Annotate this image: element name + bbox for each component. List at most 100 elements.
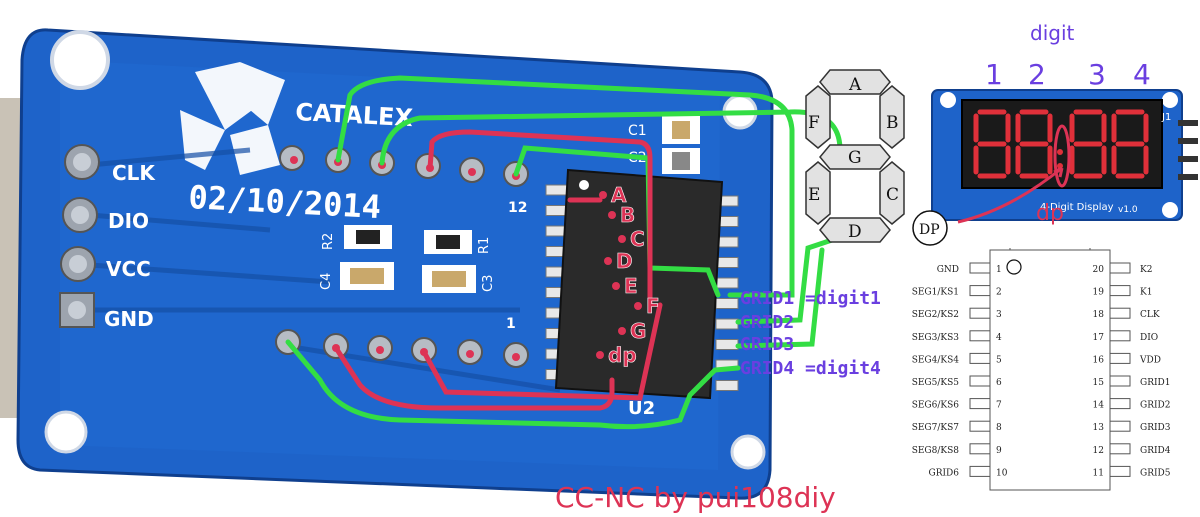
pinout-name: VDD (1139, 355, 1161, 365)
display-pins-bottom (275, 329, 529, 368)
seven-segment-labels: A B C D E F G (808, 75, 899, 242)
pinout-number: 7 (996, 401, 1002, 411)
pinout-number: 20 (1093, 265, 1105, 275)
pinout-row-right: 20 K2 (1093, 262, 1152, 275)
dp-marker: DP (919, 222, 940, 238)
label-c1: C1 (628, 123, 647, 139)
pinout-name: K2 (1140, 265, 1152, 275)
pinout-name: GRID5 (1140, 468, 1171, 478)
segment-e (805, 161, 831, 225)
chip-pin (545, 184, 569, 196)
pinout-number: 12 (1093, 446, 1104, 456)
header-pin (64, 144, 100, 180)
header-pin (62, 197, 98, 233)
chip-pin (715, 339, 739, 350)
credit-label: CC-NC by pui108diy (555, 481, 836, 514)
capacitor-c4 (340, 262, 394, 290)
segment-marker-g: G (630, 319, 646, 343)
segment-marker-b: B (620, 203, 635, 227)
pinout-number: 16 (1093, 355, 1105, 365)
pinout-row-right: 16 VDD (1093, 352, 1161, 365)
grid-labels: GRID1 =digit1 GRID2 GRID3 GRID4 =digit4 (740, 288, 881, 379)
dp-label: dp (1036, 201, 1064, 226)
pin-label-vcc: VCC (106, 257, 151, 281)
chip-pin (715, 257, 739, 268)
label-c3: C3 (481, 275, 496, 292)
mounting-hole (730, 434, 766, 470)
label-c4: C4 (319, 273, 334, 290)
pinout-number: 1 (996, 265, 1002, 275)
pinout-name: SEG7/KS7 (912, 423, 960, 433)
chip-pin (715, 318, 739, 330)
pinout-number: 9 (996, 446, 1002, 456)
mounting-hole (50, 30, 110, 90)
digit-display-1 (973, 109, 1011, 179)
pinout-name: SEG6/KS6 (912, 401, 960, 411)
segment-marker-a: A (611, 183, 627, 207)
pcb-traces (89, 147, 561, 393)
label-r1: R1 (477, 237, 492, 254)
seg-label-c: C (886, 185, 899, 205)
pinout-name: SEG2/KS2 (912, 310, 959, 320)
header-pin (59, 292, 95, 328)
segment-marker-d: D (616, 249, 633, 273)
pinout-number: 18 (1093, 310, 1105, 320)
pinout-name: K1 (1140, 288, 1152, 298)
pinout-number: 3 (996, 310, 1002, 320)
segment-g (819, 144, 891, 170)
pinout-row-left: SEG7/KS7 8 (912, 420, 1002, 433)
segment-a (819, 69, 891, 95)
pinout-row-left: SEG6/KS6 7 (912, 398, 1002, 411)
pinout-number: 19 (1093, 288, 1105, 298)
capacitor-c1 (662, 116, 700, 144)
pinout-name: SEG5/KS5 (912, 378, 960, 388)
pinout-row-left: SEG2/KS2 3 (912, 307, 1002, 320)
grid-label-2: GRID2 (740, 312, 794, 333)
header-pin (60, 246, 96, 282)
pinout-number: 17 (1093, 333, 1105, 343)
segment-b (879, 85, 905, 149)
pinout-number: 8 (996, 423, 1002, 433)
seven-segment-diagram (805, 69, 905, 243)
seg-label-a: A (848, 75, 862, 95)
digit-number-2: 2 (1028, 58, 1046, 91)
pin-label-dio: DIO (108, 209, 149, 233)
pinout-row-right: 19 K1 (1093, 285, 1152, 298)
seg-label-g: G (848, 148, 862, 168)
pinout-row-right: 14 GRID2 (1093, 398, 1170, 411)
chip-pin (715, 277, 739, 289)
digit-number-4: 4 (1133, 58, 1151, 91)
mounting-hole (44, 410, 88, 454)
grid-label-1: GRID1 =digit1 (740, 288, 881, 309)
pinout-number: 4 (996, 333, 1002, 343)
label-pin12: 12 (508, 200, 527, 216)
segment-d (819, 217, 891, 243)
capacitor-c2 (662, 148, 700, 174)
label-u2: U2 (628, 398, 655, 419)
resistor-r1 (424, 230, 472, 254)
pinout-name: SEG8/KS8 (912, 446, 960, 456)
pinout-name: GRID2 (1140, 401, 1170, 411)
module-silk: 4-Digit Display (1040, 202, 1114, 213)
chip-pin (715, 380, 739, 391)
pinout-number: 15 (1093, 378, 1105, 388)
pinout-name: SEG3/KS3 (912, 333, 960, 343)
pin-label-clk: CLK (112, 161, 156, 185)
pinout-name: GRID4 (1140, 446, 1171, 456)
label-pin1: 1 (506, 316, 516, 332)
resistor-r2 (344, 225, 392, 249)
pinout-name: DIO (1140, 333, 1158, 343)
pinout-number: 14 (1093, 401, 1105, 411)
digit-number-1: 1 (985, 58, 1003, 91)
brand-label: CATALEX (295, 98, 414, 132)
display-module: digit 1 2 3 4 J1 4-Digit Display v1.0 dp… (912, 21, 1198, 246)
